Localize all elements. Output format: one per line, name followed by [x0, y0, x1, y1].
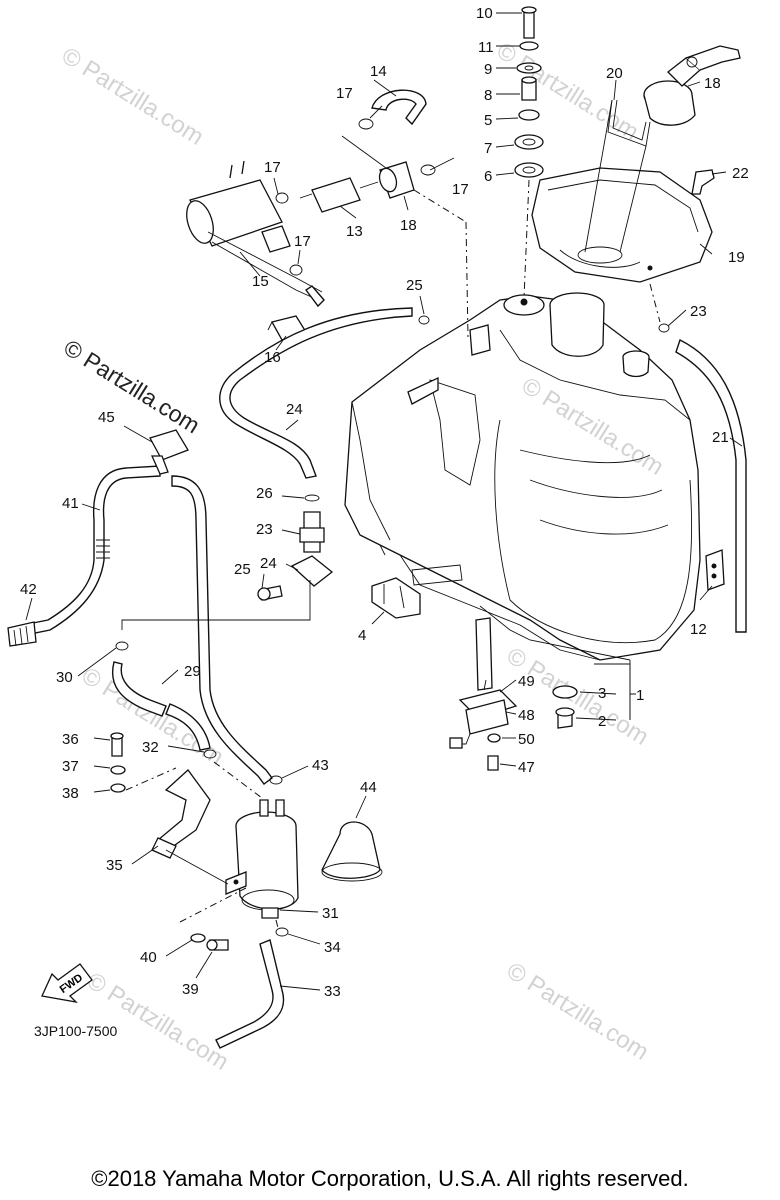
callout-31: 30 — [56, 669, 73, 686]
callout-23: 22 — [732, 165, 749, 182]
callout-33: 32 — [142, 739, 159, 756]
callout-38: 37 — [62, 758, 79, 775]
callout-5: 5 — [484, 112, 492, 129]
upper-filters — [186, 89, 469, 341]
callout-26: 24 — [260, 555, 277, 572]
valve-assembly — [121, 494, 334, 630]
watermark-main: © Partzilla.com — [59, 334, 204, 438]
callout-32: 31 — [322, 905, 339, 922]
callout-50: 50 — [518, 731, 535, 748]
fwd-arrow: FWD — [41, 963, 93, 1003]
callout-39: 38 — [62, 785, 79, 802]
callout-30: 29 — [184, 663, 201, 680]
callout-17c: 17 — [264, 159, 281, 176]
callout-18: 18 — [400, 217, 417, 234]
small-clips — [418, 169, 715, 333]
part-45-cover — [321, 821, 383, 882]
part-21-strap — [584, 99, 651, 253]
fuel-tank — [344, 292, 701, 661]
callout-4: 4 — [358, 627, 366, 644]
callout-34: 33 — [324, 983, 341, 1000]
callout-25: 23 — [256, 521, 273, 538]
callout-37: 36 — [62, 731, 79, 748]
fuel-pump — [110, 641, 299, 951]
copyright-notice: ©2018 Yamaha Motor Corporation, U.S.A. A… — [91, 1166, 689, 1191]
callout-8: 8 — [484, 87, 492, 104]
callout-19: 18 — [704, 75, 721, 92]
callout-21: 20 — [606, 65, 623, 82]
watermark: © Partzilla.com — [82, 967, 233, 1076]
diagram-code: 3JP100-7500 — [34, 1023, 118, 1039]
callout-42: 41 — [62, 495, 79, 512]
callout-36: 35 — [106, 857, 123, 874]
callout-48: 49 — [518, 673, 535, 690]
callout-16: 16 — [264, 349, 281, 366]
leader-lines — [25, 12, 743, 991]
callout-15: 15 — [252, 273, 269, 290]
callout-1: 1 — [636, 687, 644, 704]
hoses — [7, 307, 747, 1049]
callout-17a: 17 — [336, 85, 353, 102]
callout-35: 34 — [324, 939, 341, 956]
callout-46: 45 — [98, 409, 115, 426]
callout-40: 39 — [182, 981, 199, 998]
callout-3: 3 — [598, 685, 606, 702]
bolt-and-grommet — [552, 685, 578, 729]
callout-43: 42 — [20, 581, 37, 598]
part-12-clamp — [705, 549, 725, 591]
callout-45: 44 — [360, 779, 377, 796]
callout-13: 13 — [346, 223, 363, 240]
fuel-valve — [449, 605, 631, 771]
callout-6: 6 — [484, 168, 492, 185]
callout-24: 23 — [690, 303, 707, 320]
callout-22: 21 — [712, 429, 729, 446]
callout-numbers: 10 11 9 8 5 7 6 20 18 22 19 23 21 12 1 3… — [20, 5, 749, 1000]
callout-7: 7 — [484, 140, 492, 157]
callout-47: 48 — [518, 707, 535, 724]
part-4-cushion — [371, 577, 421, 619]
callout-29a: 25 — [406, 277, 423, 294]
callout-10: 10 — [476, 5, 493, 22]
callout-49: 47 — [518, 759, 535, 776]
callout-41: 40 — [140, 949, 157, 966]
part-20-tray — [531, 167, 713, 283]
mount-stack — [514, 6, 544, 299]
watermark: © Partzilla.com — [492, 37, 643, 146]
callout-29b: 26 — [256, 485, 273, 502]
callout-17b: 17 — [452, 181, 469, 198]
callout-11: 11 — [478, 39, 494, 56]
callout-12: 12 — [690, 621, 707, 638]
callout-20: 19 — [728, 249, 745, 266]
callout-17d: 17 — [294, 233, 311, 250]
watermark: © Partzilla.com — [57, 42, 208, 151]
callout-9: 9 — [484, 61, 492, 78]
watermark: © Partzilla.com — [502, 957, 653, 1066]
part-19-fuel-cap — [643, 45, 741, 126]
callout-27: 25 — [234, 561, 251, 578]
callout-28: 24 — [286, 401, 303, 418]
callout-14: 14 — [370, 63, 387, 80]
callout-2: 2 — [598, 713, 606, 730]
callout-44: 43 — [312, 757, 329, 774]
